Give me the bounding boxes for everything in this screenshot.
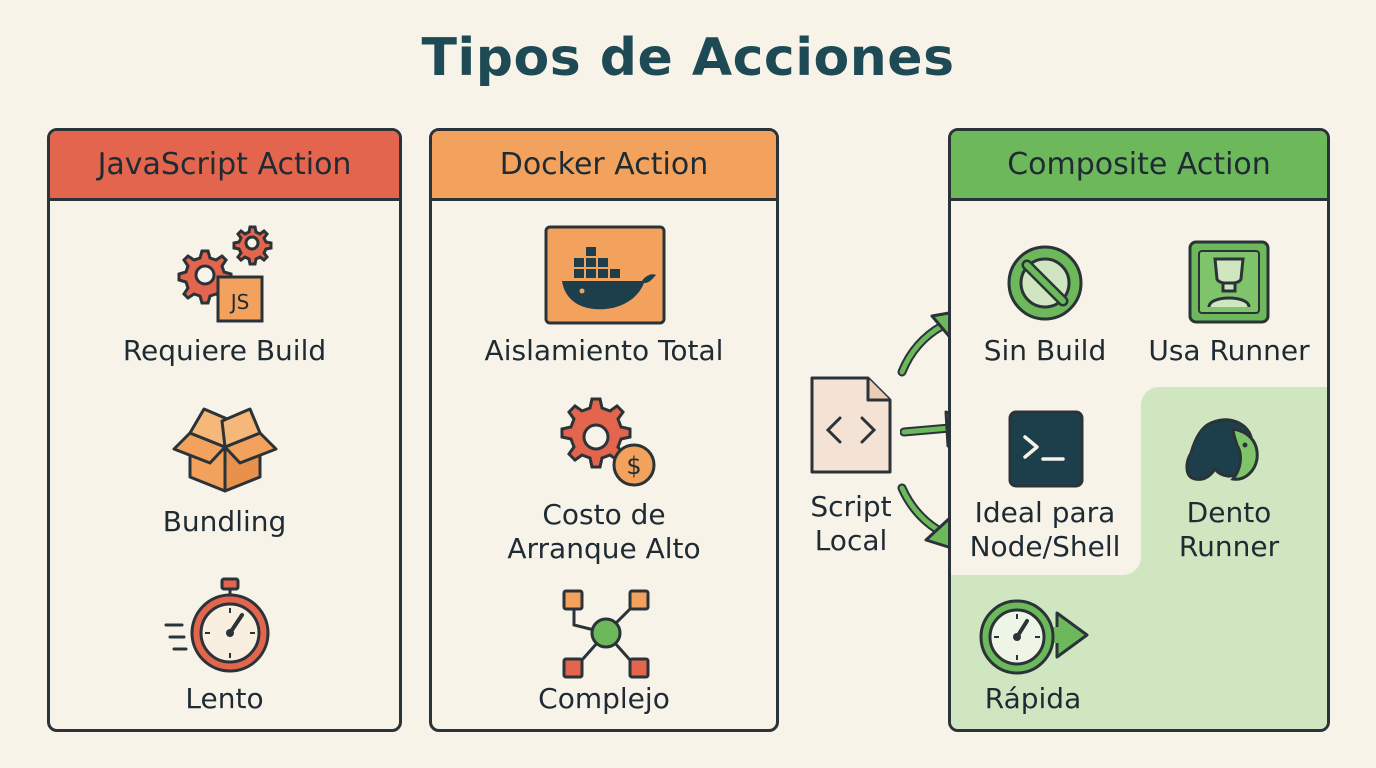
open-box-icon: [172, 407, 278, 493]
usa-runner-label: Usa Runner: [1148, 334, 1310, 367]
no-entry-icon: [1007, 245, 1083, 321]
composite-action-column: Composite Action Sin Build Usa Runner Id…: [948, 128, 1330, 732]
docker-action-column: Docker Action Aislamiento Total: [429, 128, 779, 732]
rapida-label: Rápida: [984, 682, 1082, 715]
docker-action-header: Docker Action: [432, 131, 776, 201]
sin-build-label: Sin Build: [983, 334, 1107, 367]
page-title: Tipos de Acciones: [421, 28, 955, 88]
bundling-label: Bundling: [162, 505, 287, 538]
lento-label: Lento: [185, 682, 264, 715]
terminal-icon: [1008, 410, 1084, 488]
dento-runner-label-line2: Runner: [1178, 530, 1280, 563]
svg-text:$: $: [626, 452, 641, 480]
requiere-build-label: Requiere Build: [122, 334, 327, 367]
script-local-label-line2: Local: [814, 524, 888, 557]
code-file-icon: [810, 376, 892, 474]
network-nodes-icon: [562, 589, 650, 679]
javascript-action-header: JavaScript Action: [50, 131, 399, 201]
complejo-label: Complejo: [538, 682, 670, 715]
javascript-action-column: JavaScript Action JS Requiere Build Bun: [47, 128, 402, 732]
ideal-para-label-line1: Ideal para: [974, 496, 1116, 529]
script-local-label-line1: Script: [810, 490, 892, 523]
svg-text:JS: JS: [229, 290, 250, 314]
gear-dollar-icon: $: [560, 397, 656, 487]
docker-whale-icon: [544, 225, 666, 325]
costo-arranque-label-line1: Costo de: [542, 498, 666, 531]
gears-js-icon: JS: [177, 225, 273, 323]
dento-runner-label-line1: Dento: [1186, 496, 1272, 529]
stopwatch-icon: [164, 577, 270, 673]
ideal-para-label-line2: Node/Shell: [969, 530, 1121, 563]
composite-action-header: Composite Action: [951, 131, 1327, 201]
runner-head-icon: [1185, 418, 1259, 481]
runner-icon: [1188, 240, 1270, 324]
aislamiento-total-label: Aislamiento Total: [484, 334, 724, 367]
costo-arranque-label-line2: Arranque Alto: [507, 532, 701, 565]
fast-stopwatch-icon: [979, 599, 1089, 675]
